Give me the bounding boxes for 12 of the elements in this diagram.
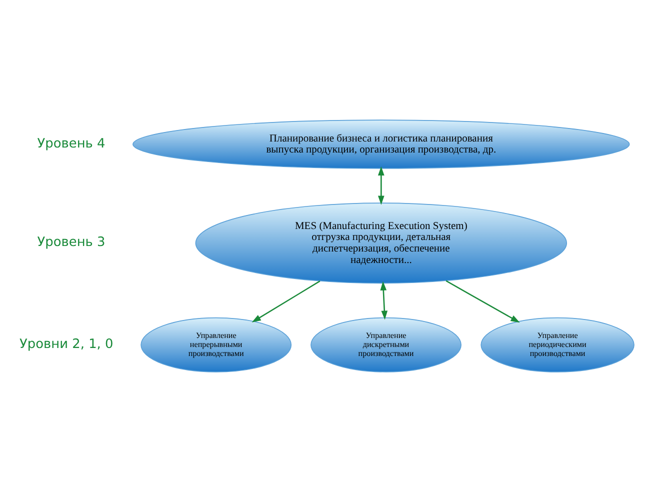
arrow xyxy=(446,280,520,323)
arrow xyxy=(380,281,388,320)
label: Уровень 4 xyxy=(37,136,106,152)
arrow xyxy=(252,280,320,322)
label: Уровни 2, 1, 0 xyxy=(20,336,114,352)
arrow xyxy=(378,166,384,205)
node-ellipse: Управление дискретными производствами xyxy=(310,317,462,372)
node-ellipse: Планирование бизнеса и логистика планирования выпуска продукции, организация производства, др. xyxy=(132,120,630,169)
node-ellipse: MES (Manufacturing Execution System) отгрузка продукции, детальная диспетчеризация, обеспечение надежности... xyxy=(195,202,568,284)
label: Уровень 3 xyxy=(37,235,106,250)
node-ellipse: Управление непрерывными производствами xyxy=(140,317,292,372)
node-ellipse: Управление периодическими производствами xyxy=(480,317,634,372)
